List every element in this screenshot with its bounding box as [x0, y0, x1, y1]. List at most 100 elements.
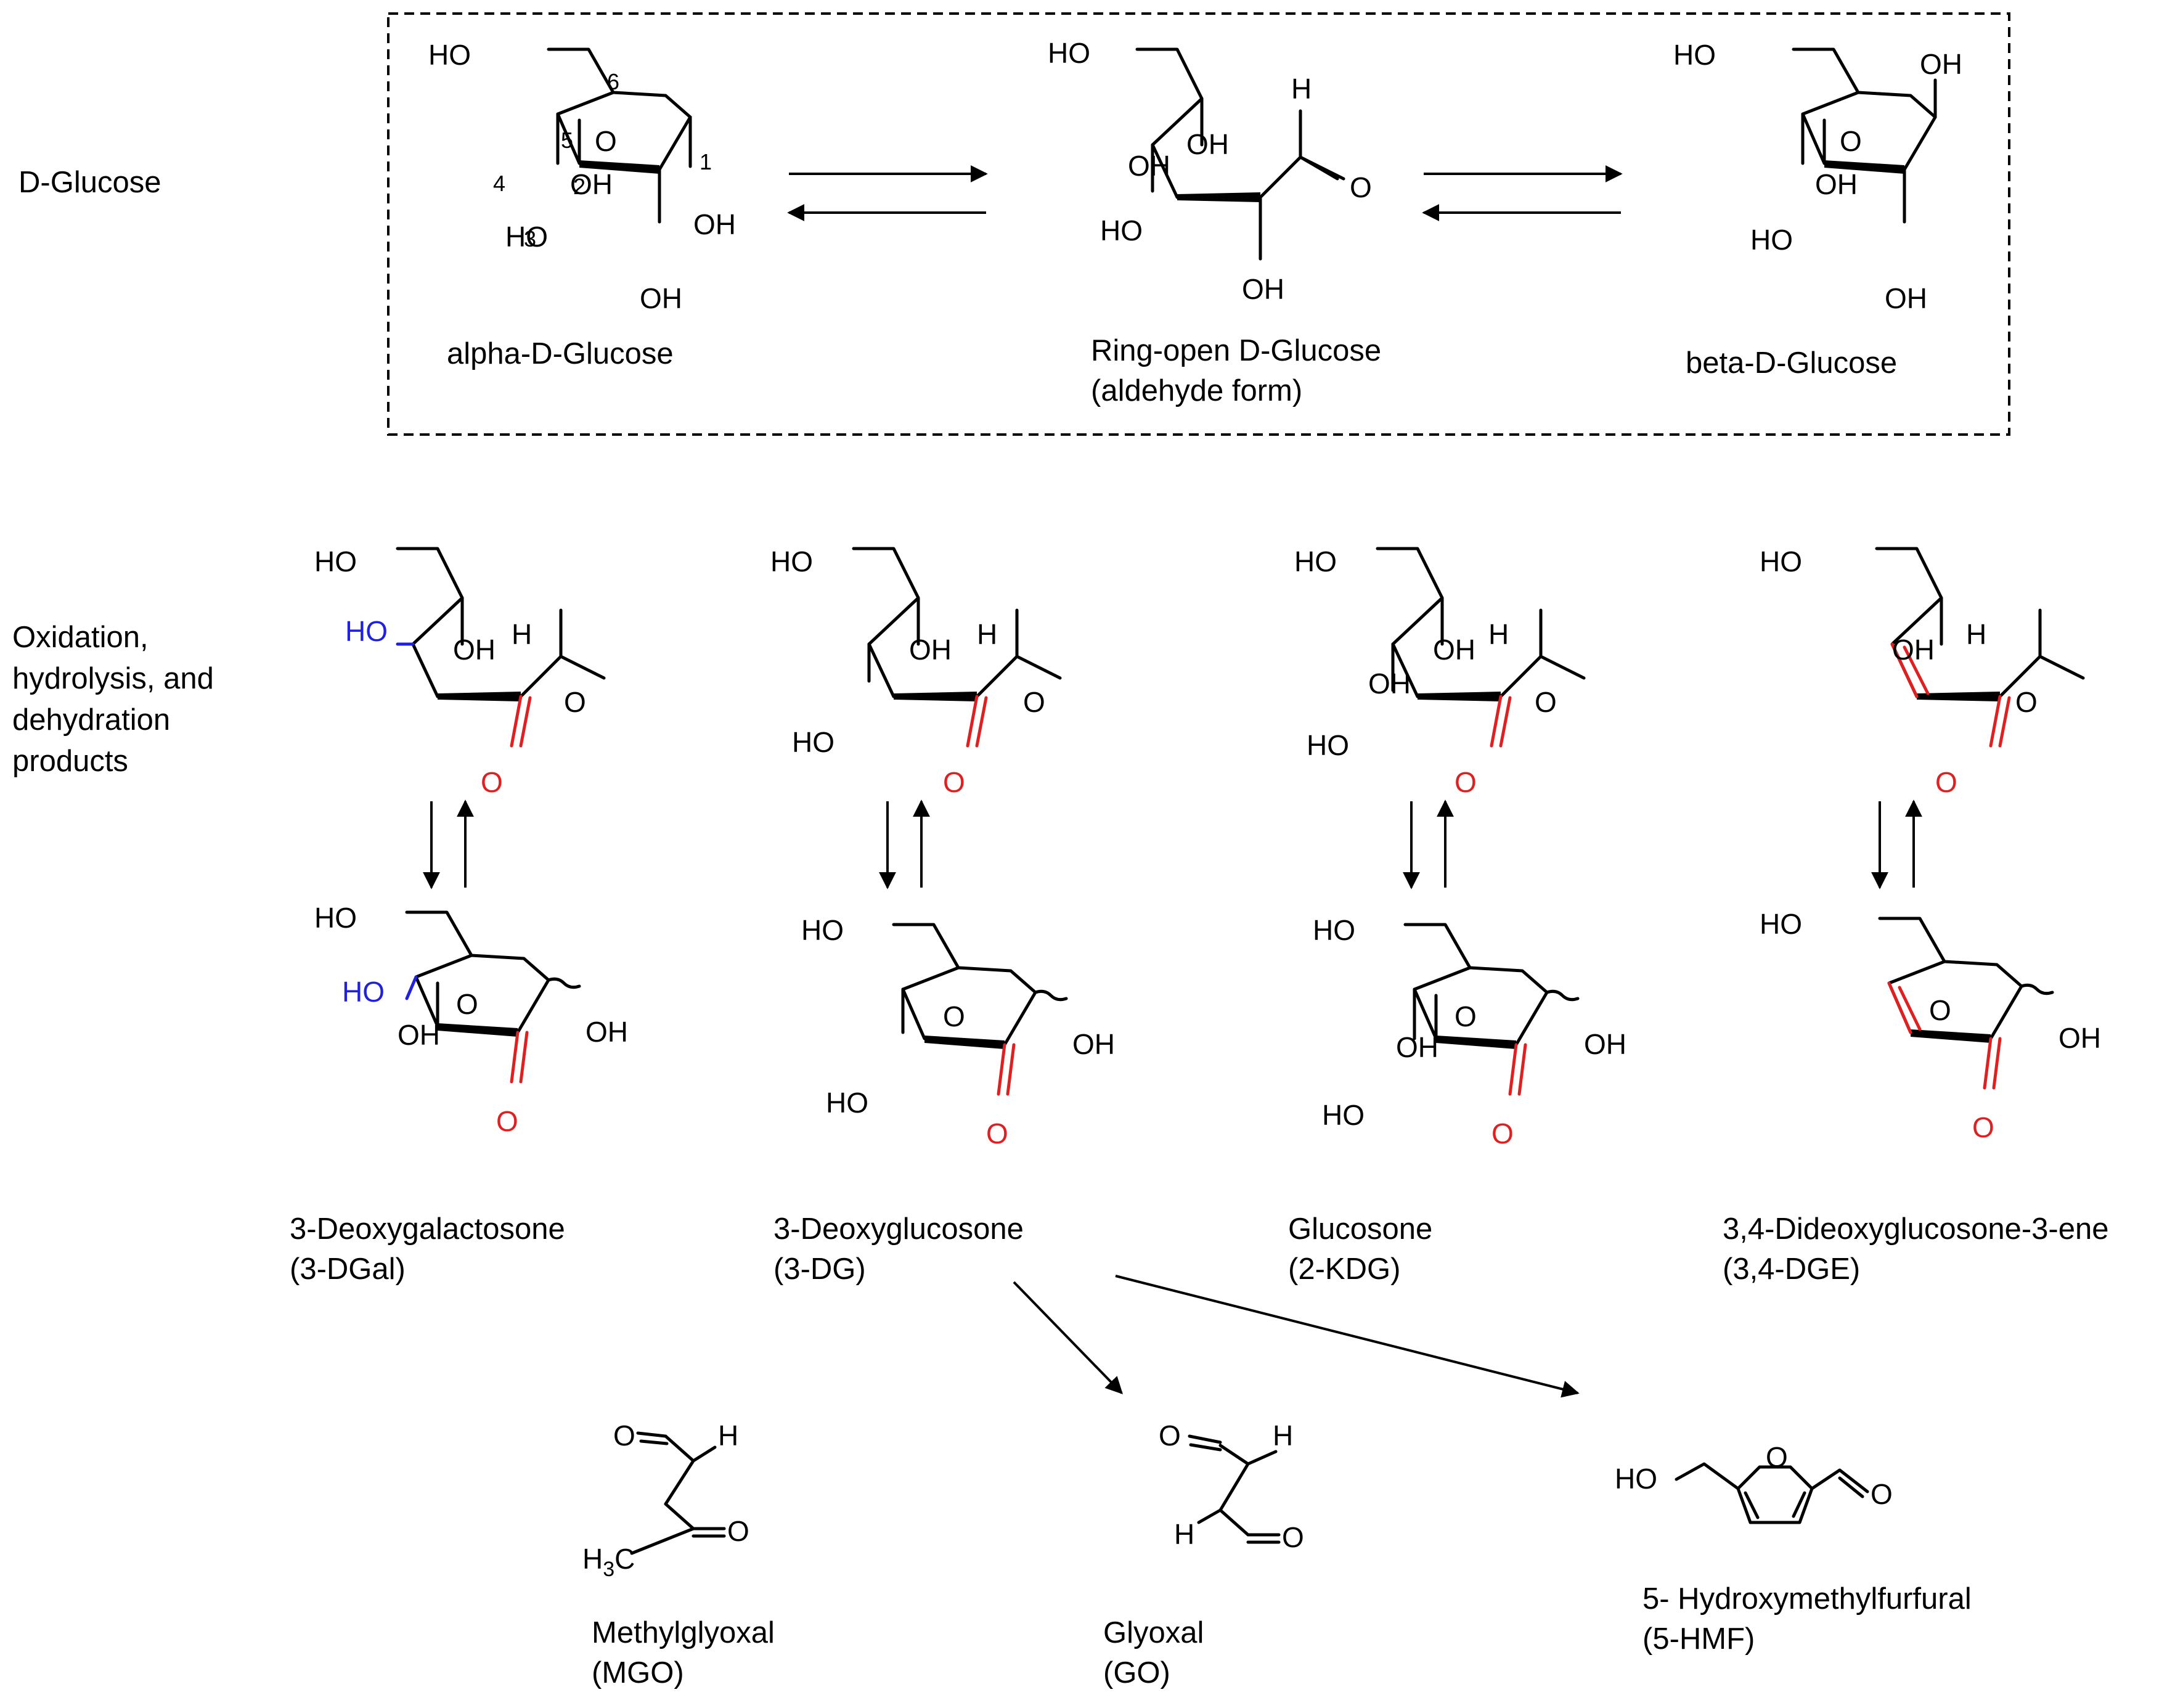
compound-name-3dgal: 3-Deoxygalactosone: [290, 1212, 565, 1246]
structure-glucosone-ring: HO O OH HO OH O: [1313, 914, 1626, 1150]
atom-ho: HO: [826, 1087, 868, 1119]
atom-o-carbonyl: O: [1972, 1111, 1994, 1143]
structure-hmf: HO O O: [1615, 1441, 1893, 1524]
vertical-equilibrium-arrows: [423, 799, 1922, 889]
atom-oh: OH: [1885, 282, 1927, 314]
equilibrium-box: [387, 12, 2010, 436]
atom-oh: OH: [570, 168, 613, 200]
atom-o: O: [456, 988, 478, 1020]
atom-oh: OH: [2059, 1022, 2101, 1054]
atom-o: O: [2015, 686, 2038, 718]
atom-h: H: [1966, 618, 1986, 650]
atom-ho: HO: [1615, 1463, 1657, 1495]
atom-ho: HO: [1313, 914, 1355, 946]
atom-o: O: [1282, 1521, 1304, 1553]
alpha-glucose-label: alpha-D-Glucose: [447, 337, 674, 370]
atom-oh: OH: [640, 282, 682, 314]
compound-name-glucosone: Glucosone: [1288, 1212, 1432, 1246]
atom-ho: HO: [801, 914, 844, 946]
atom-oh: OH: [1433, 634, 1475, 666]
atom-oh: OH: [1815, 168, 1858, 200]
row-label-oxidation-line2: hydrolysis, and: [12, 662, 214, 695]
atom-ho: HO: [1750, 224, 1793, 256]
atom-h3c: H3C: [582, 1543, 635, 1581]
atom-ho: HO: [1100, 215, 1143, 247]
atom-ho: HO: [314, 545, 357, 578]
product-abbr-mgo: (MGO): [592, 1656, 684, 1690]
atom-o-carbonyl: O: [1491, 1118, 1514, 1150]
product-name-go: Glyoxal: [1103, 1616, 1204, 1649]
beta-glucose-label: beta-D-Glucose: [1686, 346, 1897, 380]
compound-abbr-3dg: (3-DG): [773, 1252, 866, 1286]
structure-glyoxal: O H H O: [1159, 1420, 1304, 1553]
compound-abbr-glucosone: (2-KDG): [1288, 1252, 1400, 1286]
structure-3dgal-ring: HO O HO OH OH O: [314, 902, 628, 1137]
atom-h: H: [1488, 618, 1509, 650]
product-abbr-hmf: (5-HMF): [1642, 1622, 1755, 1656]
open-glucose-label-2: (aldehyde form): [1091, 374, 1302, 407]
atom-ho: HO: [770, 545, 813, 578]
compound-abbr-34dge: (3,4-DGE): [1723, 1252, 1860, 1286]
atom-o-carbonyl: O: [1455, 766, 1477, 798]
atom-ho: HO: [1307, 729, 1349, 761]
atom-oh: OH: [1920, 48, 1962, 80]
atom-o: O: [595, 125, 617, 157]
atom-ho: HO: [1673, 39, 1716, 71]
equilibrium-arrow-right: [1422, 165, 1623, 221]
atom-o: O: [1350, 171, 1372, 203]
structure-3dg-open: HO OH HO H O O: [770, 545, 1060, 798]
atom-o: O: [727, 1515, 749, 1547]
atom-h: H: [1291, 73, 1312, 105]
structure-3dgal-open: HO OH HO H O O: [314, 545, 604, 798]
atom-o: O: [613, 1420, 635, 1452]
structure-beta-glucose: HO O OH HO OH OH: [1673, 39, 1962, 314]
open-glucose-label-1: Ring-open D-Glucose: [1091, 334, 1381, 367]
atom-o: O: [1929, 994, 1951, 1026]
compound-name-3dg: 3-Deoxyglucosone: [773, 1212, 1024, 1246]
atom-o: O: [1023, 686, 1045, 718]
product-name-hmf: 5- Hydroxymethylfurfural: [1642, 1582, 1972, 1616]
atom-ho: HO: [505, 221, 548, 253]
atom-oh: OH: [1396, 1031, 1438, 1063]
atom-oh: OH: [453, 634, 496, 666]
atom-h: H: [1174, 1518, 1194, 1550]
carbon-number-3: 3: [524, 226, 536, 251]
atom-o: O: [1840, 125, 1862, 157]
atom-o: O: [564, 686, 586, 718]
atom-o-carbonyl: O: [943, 766, 965, 798]
row-label-oxidation-line1: Oxidation,: [12, 621, 149, 654]
atom-h: H: [512, 618, 532, 650]
atom-ho: HO: [1760, 545, 1802, 578]
atom-ho-highlight: HO: [345, 615, 388, 647]
atom-o-carbonyl: O: [1935, 766, 1957, 798]
row-label-oxidation: Oxidation, hydrolysis, and dehydration p…: [12, 621, 214, 778]
atom-oh: OH: [398, 1019, 440, 1051]
atom-oh: OH: [693, 208, 736, 240]
atom-oh: OH: [1128, 150, 1170, 182]
atom-oh: OH: [586, 1016, 628, 1048]
atom-oh: OH: [1072, 1028, 1115, 1060]
structure-3dg-ring: HO O HO OH O: [801, 914, 1115, 1150]
atom-ho: HO: [1048, 37, 1090, 69]
atom-ho: HO: [314, 902, 357, 934]
row-label-oxidation-line3: dehydration: [12, 703, 170, 737]
degradation-arrows: [1013, 1275, 1580, 1398]
atom-o: O: [1455, 1000, 1477, 1032]
atom-o: O: [1159, 1420, 1181, 1452]
carbon-number-2: 2: [573, 174, 586, 199]
atom-ho: HO: [1322, 1099, 1365, 1131]
atom-o-carbonyl: O: [986, 1118, 1008, 1150]
carbon-number-4: 4: [493, 171, 505, 196]
equilibrium-arrow-left: [787, 165, 988, 221]
structure-glucosone-open: HO OH OH HO H O O: [1294, 545, 1584, 798]
atom-o-carbonyl: O: [496, 1105, 518, 1137]
atom-h: H: [718, 1420, 738, 1452]
row-label-oxidation-line4: products: [12, 745, 128, 778]
atom-oh: OH: [909, 634, 952, 666]
atom-ho: HO: [1294, 545, 1337, 578]
atom-o-carbonyl: O: [481, 766, 503, 798]
atom-o: O: [943, 1000, 965, 1032]
structure-34dge-ring: HO O OH O: [1760, 908, 2101, 1143]
structure-methylglyoxal: O H O H3C: [582, 1420, 749, 1581]
